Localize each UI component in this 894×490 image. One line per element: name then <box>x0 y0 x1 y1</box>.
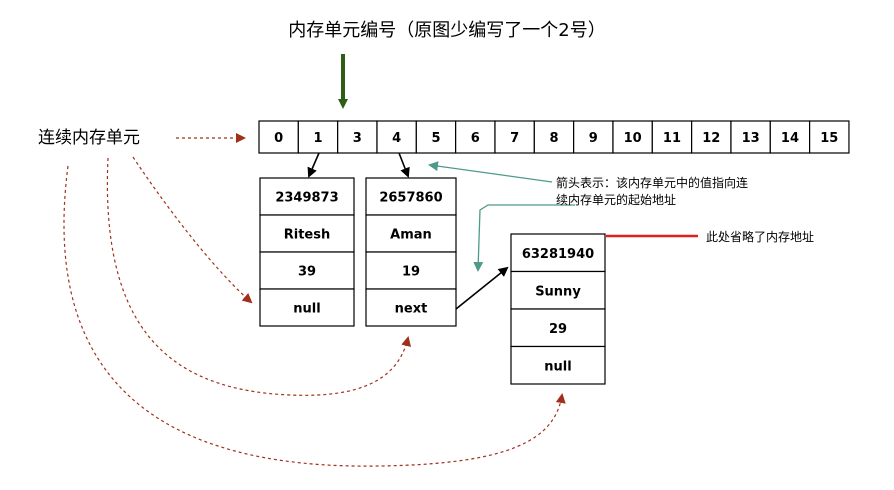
memory-cell-label: 6 <box>471 131 480 146</box>
node-field-box <box>510 233 606 273</box>
node-field-box <box>365 177 457 216</box>
node-field-value: 29 <box>549 322 567 337</box>
memory-cell <box>297 120 339 154</box>
node-field-value: 2349873 <box>275 191 338 206</box>
memory-cell-label: 12 <box>702 131 720 146</box>
memory-cell-label: 13 <box>742 131 760 146</box>
annotation-arrow-to-cell <box>428 161 553 183</box>
memory-cell-label: 9 <box>589 131 598 146</box>
memory-cell-label: 7 <box>510 131 519 146</box>
node-field-box <box>510 308 606 348</box>
memory-cell-label: 5 <box>431 131 440 146</box>
memory-cell-label: 4 <box>392 131 401 146</box>
node-field-box <box>365 288 457 327</box>
memory-cell-label: 15 <box>820 131 838 146</box>
node-field-box <box>365 214 457 253</box>
node-field-value: 39 <box>298 265 316 280</box>
dashed-arrow-to-node-1 <box>132 156 253 304</box>
annotation-arrow-line2: 续内存单元的起始地址 <box>556 192 676 207</box>
memory-cell <box>258 120 299 154</box>
node-field-value: null <box>544 359 571 374</box>
annotation-arrow-to-next <box>473 204 575 272</box>
node-field-box <box>259 214 355 253</box>
node-field-box <box>365 251 457 290</box>
diagram-title: 内存单元编号（原图少编写了一个2号） <box>288 20 605 41</box>
node-field-value: Aman <box>390 228 432 243</box>
pointer-arrow-cell-1 <box>307 152 320 178</box>
node-field-value: 19 <box>402 265 420 280</box>
memory-cell-label: 0 <box>274 131 283 146</box>
memory-cell <box>573 120 614 154</box>
annotation-arrow-line1: 箭头表示：该内存单元中的值指向连 <box>556 175 748 190</box>
dashed-arrow-to-node-2 <box>106 157 412 396</box>
memory-cell <box>455 120 496 154</box>
memory-cell <box>415 120 457 154</box>
memory-cell <box>651 120 693 154</box>
pointer-arrow-cell-4 <box>398 152 410 178</box>
memory-cell-label: 3 <box>353 131 362 146</box>
dashed-arrow-to-node-3 <box>63 165 566 467</box>
node-field-value: null <box>293 302 320 317</box>
memory-cell <box>809 120 850 154</box>
contiguous-memory-label: 连续内存单元 <box>38 128 140 148</box>
node-field-value: Sunny <box>535 284 581 299</box>
memory-cell-label: 1 <box>313 131 322 146</box>
memory-cell <box>533 120 575 154</box>
memory-cell-label: 11 <box>663 131 681 146</box>
memory-cell-label: 10 <box>624 131 642 146</box>
annotation-omit-text: 此处省略了内存地址 <box>706 229 814 244</box>
memory-cell-label: 14 <box>781 131 799 146</box>
node-field-box <box>510 345 606 385</box>
memory-cell-label: 8 <box>549 131 558 146</box>
node-field-box <box>259 177 355 216</box>
memory-cell <box>494 120 535 154</box>
next-pointer-arrow <box>455 266 509 310</box>
node-field-value: 63281940 <box>522 247 594 262</box>
memory-cell <box>691 120 732 154</box>
node-field-value: next <box>395 302 428 317</box>
node-field-value: 2657860 <box>379 191 442 206</box>
memory-cell <box>730 120 771 154</box>
node-field-box <box>259 288 355 327</box>
node-field-value: Ritesh <box>284 228 331 243</box>
memory-cell <box>376 120 417 154</box>
memory-cell <box>612 120 653 154</box>
